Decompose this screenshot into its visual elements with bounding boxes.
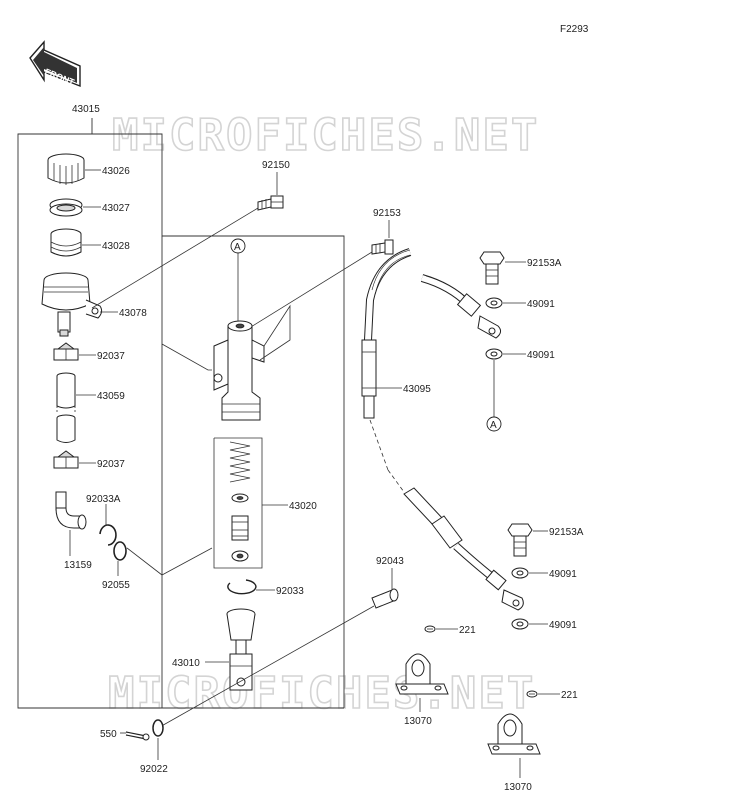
label-92033A-small: 92033A (86, 494, 121, 505)
label-92153A-upper: 92153A (527, 258, 562, 269)
assembly-frame (17, 118, 345, 709)
label-49091-c: 49091 (549, 569, 577, 580)
reservoir-hose-part (56, 372, 76, 443)
banjo-bolt-part-upper (479, 251, 505, 285)
diaphragm-part (50, 228, 82, 257)
screw-part-221-b (526, 690, 538, 698)
label-92022: 92022 (140, 764, 168, 775)
label-43095: 43095 (403, 384, 431, 395)
label-43026: 43026 (102, 166, 130, 177)
label-43078: 43078 (119, 308, 147, 319)
clevis-pin-part (371, 588, 399, 609)
piston-kit-frame (213, 437, 263, 569)
brake-hose-lower-part (403, 487, 524, 611)
label-221-b: 221 (561, 690, 578, 701)
washer-part-49091-b (485, 348, 503, 360)
bolt-part-92150 (257, 195, 284, 211)
label-550: 550 (100, 729, 117, 740)
hose-clamp-part-lower (53, 450, 79, 469)
o-ring-part (113, 541, 127, 561)
hose-joint-part (55, 491, 87, 530)
hose-guide-part-a (395, 653, 449, 695)
label-49091-b: 49091 (527, 350, 555, 361)
label-49091-a: 49091 (527, 299, 555, 310)
piston-cup-part (231, 493, 249, 503)
diagram-code: F2293 (560, 24, 589, 35)
label-13070-b: 13070 (504, 782, 532, 793)
label-13070-a: 13070 (404, 716, 432, 727)
label-92037-upper: 92037 (97, 351, 125, 362)
label-92150: 92150 (262, 160, 290, 171)
svg-text:A: A (490, 420, 497, 431)
secondary-cup-part (231, 550, 249, 562)
diaphragm-plate-part (49, 198, 83, 217)
label-92037-lower: 92037 (97, 459, 125, 470)
label-92043: 92043 (376, 556, 404, 567)
label-43010: 43010 (172, 658, 200, 669)
label-92153A-lower: 92153A (549, 527, 584, 538)
svg-text:A: A (234, 242, 241, 253)
label-43059: 43059 (97, 391, 125, 402)
hose-guide-part-b (487, 713, 541, 755)
label-92153: 92153 (373, 208, 401, 219)
hose-clamp-part-upper (53, 342, 79, 361)
spring-part (229, 441, 251, 483)
label-92033: 92033 (276, 586, 304, 597)
label-43015: 43015 (72, 104, 100, 115)
snap-ring-part-small (99, 524, 117, 546)
reservoir-part (41, 272, 103, 337)
callout-a-lower: A (486, 416, 502, 432)
screw-part-221-a (424, 625, 436, 633)
cotter-pin-part (125, 731, 150, 741)
label-49091-d: 49091 (549, 620, 577, 631)
label-43027: 43027 (102, 203, 130, 214)
label-43028: 43028 (102, 241, 130, 252)
label-13159: 13159 (64, 560, 92, 571)
label-221-a: 221 (459, 625, 476, 636)
bolt-part-92153 (371, 239, 394, 255)
label-92055: 92055 (102, 580, 130, 591)
front-arrow-icon: FRONT (29, 40, 81, 88)
watermark-bottom: MICROFICHES.NET (108, 668, 535, 719)
label-43020: 43020 (289, 501, 317, 512)
washer-part-92022 (152, 719, 164, 737)
push-rod-part (226, 608, 256, 691)
reservoir-cap-part (47, 153, 85, 185)
banjo-bolt-part-lower (507, 523, 533, 557)
snap-ring-part-large (227, 579, 257, 595)
washer-part-49091-a (485, 297, 503, 309)
brake-hose-part (361, 248, 502, 419)
washer-part-49091-c (511, 567, 529, 579)
master-cylinder-body (213, 320, 265, 421)
callout-a-upper: A (230, 238, 246, 254)
washer-part-49091-d (511, 618, 529, 630)
watermark-top: MICROFICHES.NET (112, 110, 539, 161)
piston-part (231, 515, 249, 541)
